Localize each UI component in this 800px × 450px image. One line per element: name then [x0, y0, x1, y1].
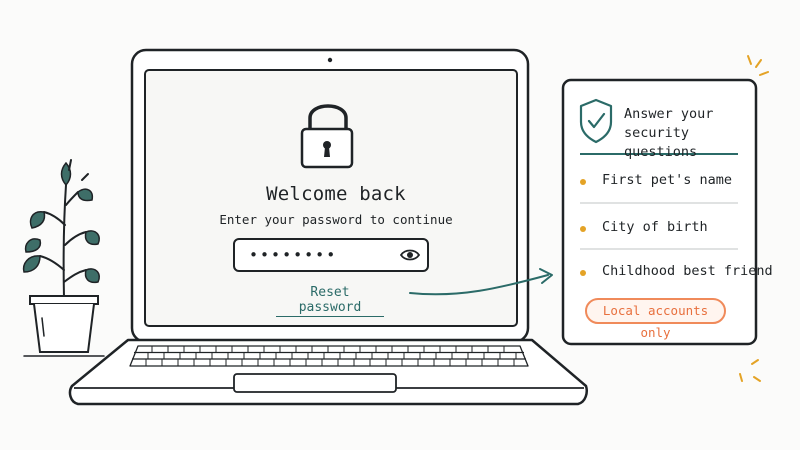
password-masked-value: •••••••• — [249, 246, 338, 264]
panel-title-line-1: Answer your — [624, 106, 714, 122]
login-subtitle: Enter your password to continue — [219, 212, 453, 227]
potted-plant — [22, 159, 105, 357]
eye-icon[interactable] — [399, 245, 421, 265]
keyboard — [129, 345, 529, 367]
question-item[interactable]: City of birth — [580, 219, 740, 241]
shield-check-icon — [579, 98, 613, 144]
local-accounts-badge: Local accounts only — [585, 298, 726, 340]
panel-title-line-2: security questions — [624, 125, 698, 160]
bullet — [580, 270, 586, 276]
trackpad — [233, 373, 397, 393]
password-input[interactable]: •••••••• — [233, 238, 429, 272]
arrow-connector — [409, 274, 549, 296]
security-panel-card — [561, 78, 758, 346]
sparkle-accents — [739, 55, 769, 382]
bullet — [580, 179, 586, 185]
padlock-icon — [300, 104, 354, 169]
welcome-title: Welcome back — [266, 183, 406, 205]
reset-password-link[interactable]: Reset password — [276, 285, 384, 317]
question-item[interactable]: Childhood best friend — [580, 263, 773, 285]
security-panel-title: Answer your security questions — [624, 105, 752, 162]
question-item[interactable]: First pet's name — [580, 172, 740, 194]
laptop — [68, 48, 588, 406]
question-label: First pet's name — [602, 172, 733, 188]
bullet — [580, 226, 586, 232]
arrowhead — [539, 268, 553, 284]
keyboard-keys — [145, 346, 517, 366]
question-label: City of birth — [602, 219, 708, 235]
question-label: Childhood best friend — [602, 263, 773, 279]
